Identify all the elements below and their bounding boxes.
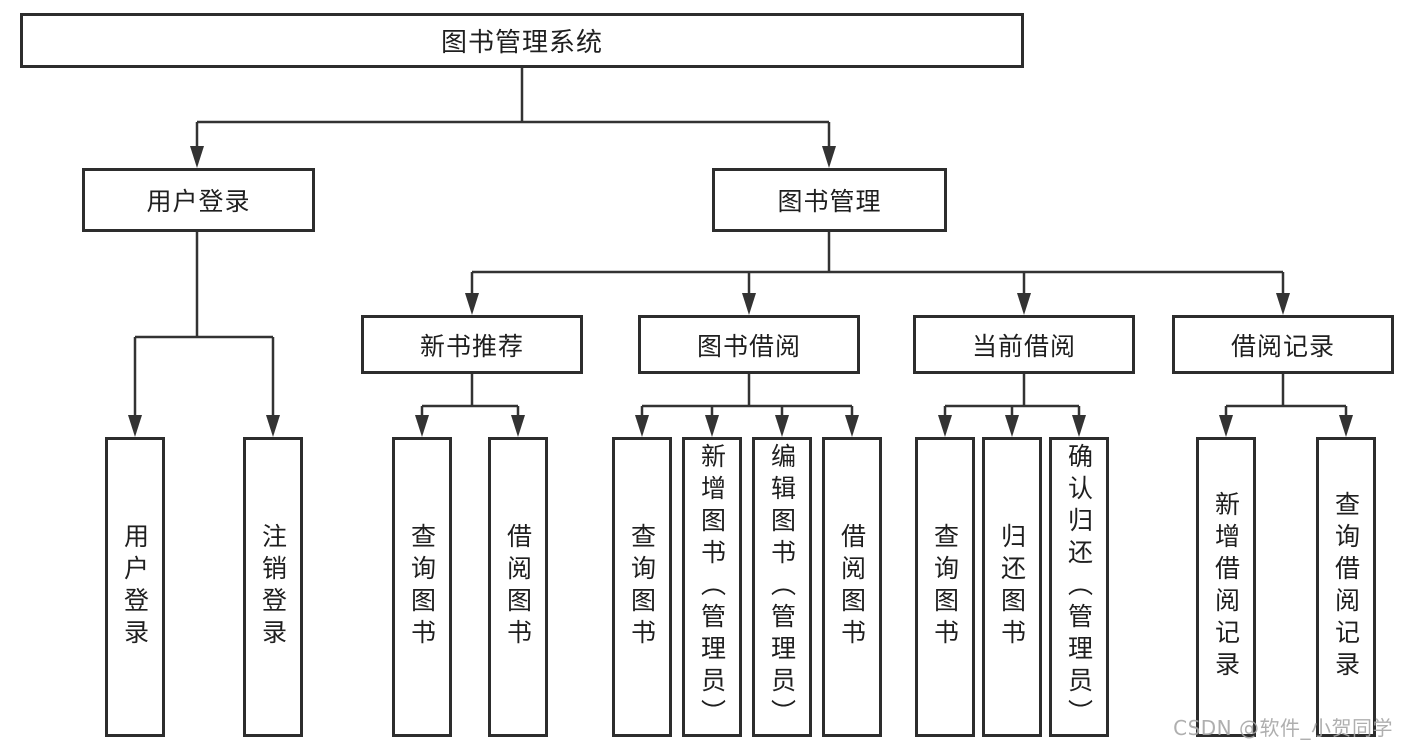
node-label: 查询借阅记录 [1331, 491, 1361, 683]
node-current-borrowing: 当前借阅 [913, 315, 1135, 374]
node-label: 图书管理系统 [440, 28, 603, 58]
node-label: 用户登录 [120, 523, 150, 651]
node-label: 注销登录 [258, 523, 288, 651]
leaf-br-query-record: 查询借阅记录 [1316, 437, 1376, 737]
leaf-bb-borrow-books: 借阅图书 [822, 437, 882, 737]
leaf-cb-confirm-return-admin: 确认归还（管理员） [1049, 437, 1109, 737]
node-label: 编辑图书（管理员） [767, 443, 797, 731]
node-label: 新书推荐 [419, 331, 524, 361]
node-label: 当前借阅 [971, 331, 1076, 361]
leaf-cb-query-books: 查询图书 [915, 437, 975, 737]
node-user-login: 用户登录 [82, 168, 315, 232]
node-label: 归还图书 [997, 523, 1027, 651]
node-label: 图书借阅 [696, 331, 801, 361]
node-label: 借阅记录 [1230, 331, 1335, 361]
node-label: 借阅图书 [837, 523, 867, 651]
node-label: 查询图书 [627, 523, 657, 651]
node-borrow-records: 借阅记录 [1172, 315, 1394, 374]
csdn-watermark: CSDN @软件_小贺同学 [1173, 716, 1393, 740]
leaf-bb-add-books-admin: 新增图书（管理员） [682, 437, 742, 737]
node-label: 新增借阅记录 [1211, 491, 1241, 683]
node-new-book-recommend: 新书推荐 [361, 315, 583, 374]
node-library-system: 图书管理系统 [20, 13, 1024, 68]
leaf-logout: 注销登录 [243, 437, 303, 737]
node-book-management: 图书管理 [712, 168, 947, 232]
arrowhead-icons [128, 146, 1353, 437]
leaf-br-add-record: 新增借阅记录 [1196, 437, 1256, 737]
leaf-nb-borrow-books: 借阅图书 [488, 437, 548, 737]
node-label: 查询图书 [407, 523, 437, 651]
leaf-nb-query-books: 查询图书 [392, 437, 452, 737]
node-label: 借阅图书 [503, 523, 533, 651]
node-book-borrowing: 图书借阅 [638, 315, 860, 374]
node-label: 查询图书 [930, 523, 960, 651]
node-label: 确认归还（管理员） [1064, 443, 1094, 731]
node-label: 新增图书（管理员） [697, 443, 727, 731]
node-label: 图书管理 [777, 187, 882, 216]
leaf-bb-edit-books-admin: 编辑图书（管理员） [752, 437, 812, 737]
node-label: 用户登录 [146, 187, 251, 216]
leaf-user-login: 用户登录 [105, 437, 165, 737]
leaf-bb-query-books: 查询图书 [612, 437, 672, 737]
leaf-cb-return-books: 归还图书 [982, 437, 1042, 737]
